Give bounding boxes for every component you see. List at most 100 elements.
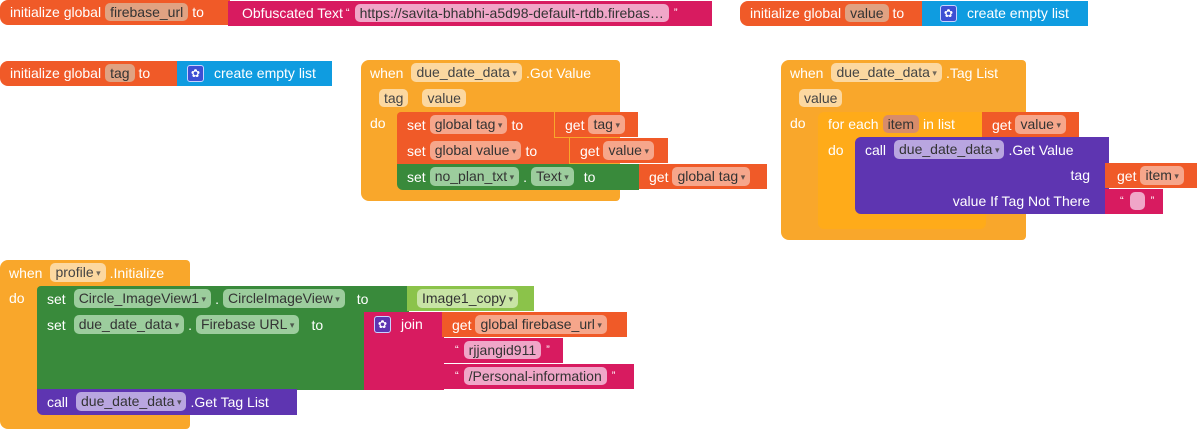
get-value-block[interactable]: get value bbox=[982, 112, 1079, 137]
text-value-field[interactable]: rjjangid911 bbox=[463, 341, 542, 359]
when-label: when bbox=[9, 264, 43, 281]
set-global-value-block[interactable]: set global value to bbox=[397, 138, 569, 164]
text-personal-information-block[interactable]: “ /Personal-information ” bbox=[442, 364, 634, 389]
variable-dropdown[interactable]: value bbox=[1015, 115, 1066, 134]
set-no-plan-txt-text-block[interactable]: set no_plan_txt . Text to bbox=[397, 164, 639, 190]
when-label: when bbox=[370, 64, 404, 81]
call-get-tag-list-block[interactable]: call due_date_data .Get Tag List bbox=[37, 389, 297, 415]
component-dropdown[interactable]: due_date_data bbox=[76, 392, 187, 411]
variable-dropdown[interactable]: global firebase_url bbox=[475, 315, 607, 334]
close-quote-icon: ” bbox=[546, 344, 550, 356]
property-dropdown[interactable]: Firebase URL bbox=[196, 315, 300, 334]
init-global-tag-block[interactable]: initialize global tag to bbox=[0, 61, 180, 86]
to-label: to bbox=[892, 5, 905, 21]
loop-variable-field[interactable]: item bbox=[882, 115, 920, 133]
join-block[interactable]: ✿ join bbox=[364, 312, 444, 390]
init-global-firebase-url-block[interactable]: initialize global firebase_url to bbox=[0, 0, 230, 25]
property-dropdown[interactable]: Text bbox=[531, 167, 574, 186]
join-label: join bbox=[401, 316, 423, 332]
variable-dropdown[interactable]: item bbox=[1140, 166, 1184, 185]
create-empty-list-block[interactable]: ✿ create empty list bbox=[922, 1, 1088, 26]
text-rjjangid911-block[interactable]: “ rjjangid911 ” bbox=[442, 338, 563, 363]
create-empty-list-label: create empty list bbox=[214, 65, 316, 81]
param-tag[interactable]: tag bbox=[379, 89, 409, 107]
to-label: to bbox=[511, 116, 524, 133]
call-label: call bbox=[865, 141, 887, 158]
variable-dropdown[interactable]: value bbox=[603, 141, 654, 160]
set-label: set bbox=[47, 316, 66, 333]
variable-dropdown[interactable]: global tag bbox=[672, 167, 751, 186]
get-label: get bbox=[580, 142, 600, 159]
to-label: to bbox=[138, 65, 151, 81]
component-dropdown[interactable]: no_plan_txt bbox=[429, 167, 520, 186]
get-value-block[interactable]: get value bbox=[570, 138, 668, 163]
dot-label: . bbox=[523, 168, 528, 185]
param-value[interactable]: value bbox=[799, 89, 843, 107]
set-firebase-url-block[interactable]: set due_date_data . Firebase URL to bbox=[37, 312, 367, 390]
get-label: get bbox=[452, 316, 472, 333]
obfuscated-text-block[interactable]: Obfuscated Text “ https://savita-bhabhi-… bbox=[228, 1, 712, 26]
variable-name-field[interactable]: firebase_url bbox=[105, 3, 189, 21]
open-quote-icon: “ bbox=[345, 7, 350, 19]
open-quote-icon: “ bbox=[455, 344, 459, 356]
init-global-value-block[interactable]: initialize global value to bbox=[740, 1, 925, 26]
for-each-label: for each bbox=[828, 116, 879, 132]
variable-dropdown[interactable]: tag bbox=[588, 115, 625, 134]
gear-icon[interactable]: ✿ bbox=[187, 64, 204, 82]
obfuscated-text-label: Obfuscated Text bbox=[242, 5, 343, 21]
dot-label: . bbox=[188, 316, 193, 333]
to-label: to bbox=[311, 316, 324, 333]
to-label: to bbox=[525, 142, 538, 159]
component-dropdown[interactable]: due_date_data bbox=[73, 315, 185, 334]
set-circle-imageview-block[interactable]: set Circle_ImageView1 . CircleImageView … bbox=[37, 286, 409, 312]
component-dropdown[interactable]: profile bbox=[50, 263, 106, 282]
gear-icon[interactable]: ✿ bbox=[940, 4, 957, 22]
component-dropdown[interactable]: Circle_ImageView1 bbox=[73, 289, 212, 308]
in-list-label: in list bbox=[923, 116, 955, 132]
param-value[interactable]: value bbox=[422, 89, 466, 107]
close-quote-icon: ” bbox=[673, 7, 678, 19]
init-label: initialize global bbox=[750, 5, 842, 21]
to-label: to bbox=[356, 290, 369, 307]
get-tag-block[interactable]: get tag bbox=[555, 112, 638, 137]
image1-copy-component-block[interactable]: Image1_copy bbox=[407, 286, 534, 311]
create-empty-list-label: create empty list bbox=[967, 5, 1069, 21]
open-quote-icon: “ bbox=[455, 370, 459, 382]
variable-dropdown[interactable]: global value bbox=[429, 141, 522, 160]
component-dropdown[interactable]: Image1_copy bbox=[417, 289, 519, 308]
empty-text-block[interactable]: “ ” bbox=[1105, 189, 1163, 214]
method-name-label: .Get Tag List bbox=[190, 393, 269, 410]
do-label: do bbox=[790, 115, 806, 131]
text-value-field[interactable]: /Personal-information bbox=[463, 367, 607, 385]
open-quote-icon: “ bbox=[1120, 195, 1124, 207]
call-label: call bbox=[47, 393, 69, 410]
get-global-firebase-url-block[interactable]: get global firebase_url bbox=[442, 312, 627, 337]
component-dropdown[interactable]: due_date_data bbox=[831, 63, 942, 82]
init-label: initialize global bbox=[10, 4, 102, 20]
call-get-value-block[interactable]: call due_date_data .Get Value tag value … bbox=[855, 137, 1109, 214]
event-name-label: .Got Value bbox=[525, 64, 592, 81]
text-value-field[interactable]: https://savita-bhabhi-a5d98-default-rtdb… bbox=[354, 4, 669, 22]
create-empty-list-block[interactable]: ✿ create empty list bbox=[177, 61, 332, 86]
set-global-tag-block[interactable]: set global tag to bbox=[397, 112, 554, 138]
variable-name-field[interactable]: tag bbox=[105, 64, 135, 82]
get-label: get bbox=[649, 168, 669, 185]
method-name-label: .Get Value bbox=[1008, 141, 1074, 158]
get-global-tag-block[interactable]: get global tag bbox=[639, 164, 767, 189]
do-label: do bbox=[9, 290, 25, 306]
value-if-tag-not-there-label: value If Tag Not There bbox=[952, 193, 1090, 209]
component-dropdown[interactable]: due_date_data bbox=[411, 63, 522, 82]
property-dropdown[interactable]: CircleImageView bbox=[222, 289, 345, 308]
get-label: get bbox=[565, 116, 585, 133]
do-label: do bbox=[370, 115, 386, 131]
variable-dropdown[interactable]: global tag bbox=[429, 115, 508, 134]
variable-name-field[interactable]: value bbox=[845, 4, 889, 22]
close-quote-icon: ” bbox=[1150, 195, 1155, 207]
dot-label: . bbox=[215, 290, 219, 307]
event-name-label: .Tag List bbox=[945, 64, 999, 81]
set-label: set bbox=[407, 142, 426, 159]
text-value-field[interactable] bbox=[1129, 192, 1145, 210]
gear-icon[interactable]: ✿ bbox=[374, 315, 391, 333]
get-item-block[interactable]: get item bbox=[1105, 163, 1197, 188]
component-dropdown[interactable]: due_date_data bbox=[894, 140, 1005, 159]
